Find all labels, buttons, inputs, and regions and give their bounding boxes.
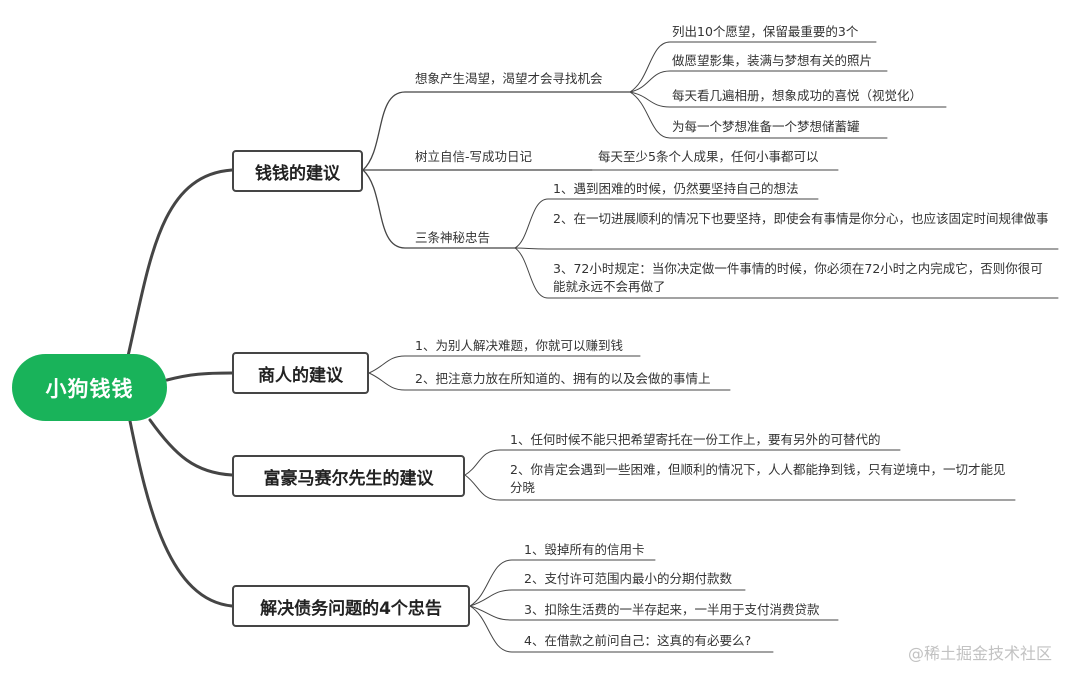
- branch-node-debt-advice[interactable]: 解决债务问题的4个忠告: [232, 585, 470, 627]
- root-node[interactable]: 小狗钱钱: [12, 354, 167, 421]
- watermark: @稀土掘金技术社区: [908, 644, 1053, 663]
- leaf-item[interactable]: 每天至少5条个人成果，任何小事都可以: [598, 149, 819, 164]
- leaf-item[interactable]: 做愿望影集，装满与梦想有关的照片: [672, 53, 873, 68]
- leaf-item[interactable]: 1、遇到困难的时候，仍然要坚持自己的想法: [553, 181, 799, 196]
- leaf-item[interactable]: 1、任何时候不能只把希望寄托在一份工作上，要有另外的可替代的: [510, 432, 881, 447]
- leaf-item[interactable]: 2、支付许可范围内最小的分期付款数: [524, 571, 732, 586]
- leaf-item[interactable]: 2、把注意力放在所知道的、拥有的以及会做的事情上: [415, 371, 711, 386]
- leaf-item[interactable]: 列出10个愿望，保留最重要的3个: [672, 24, 859, 39]
- leaf-item[interactable]: 1、毁掉所有的信用卡: [524, 542, 645, 557]
- leaf-item[interactable]: 1、为别人解决难题，你就可以赚到钱: [415, 338, 623, 353]
- subtopic-confidence[interactable]: 树立自信-写成功日记: [415, 149, 533, 164]
- leaf-item[interactable]: 每天看几遍相册，想象成功的喜悦（视觉化）: [672, 88, 923, 103]
- leaf-item[interactable]: 为每一个梦想准备一个梦想储蓄罐: [672, 119, 860, 134]
- leaf-item[interactable]: 2、在一切进展顺利的情况下也要坚持，即使会有事情是你分心，也应该固定时间规律做事: [553, 211, 1049, 226]
- leaf-item[interactable]: 2、你肯定会遇到一些困难，但顺利的情况下，人人都能挣到钱，只有逆境中，一切才能见…: [510, 462, 1006, 495]
- leaf-item[interactable]: 3、72小时规定：当你决定做一件事情的时候，你必须在72小时之内完成它，否则你很…: [553, 261, 1043, 294]
- branch-node-merchant-advice[interactable]: 商人的建议: [232, 352, 369, 394]
- branch-node-marcel-advice[interactable]: 富豪马赛尔先生的建议: [232, 455, 465, 497]
- subtopic-imagination[interactable]: 想象产生渴望，渴望才会寻找机会: [415, 71, 603, 86]
- leaf-item[interactable]: 4、在借款之前问自己：这真的有必要么?: [524, 633, 752, 648]
- branch-node-qianqian-advice[interactable]: 钱钱的建议: [232, 150, 363, 192]
- leaf-item[interactable]: 3、扣除生活费的一半存起来，一半用于支付消费贷款: [524, 602, 820, 617]
- subtopic-three-secrets[interactable]: 三条神秘忠告: [415, 230, 491, 245]
